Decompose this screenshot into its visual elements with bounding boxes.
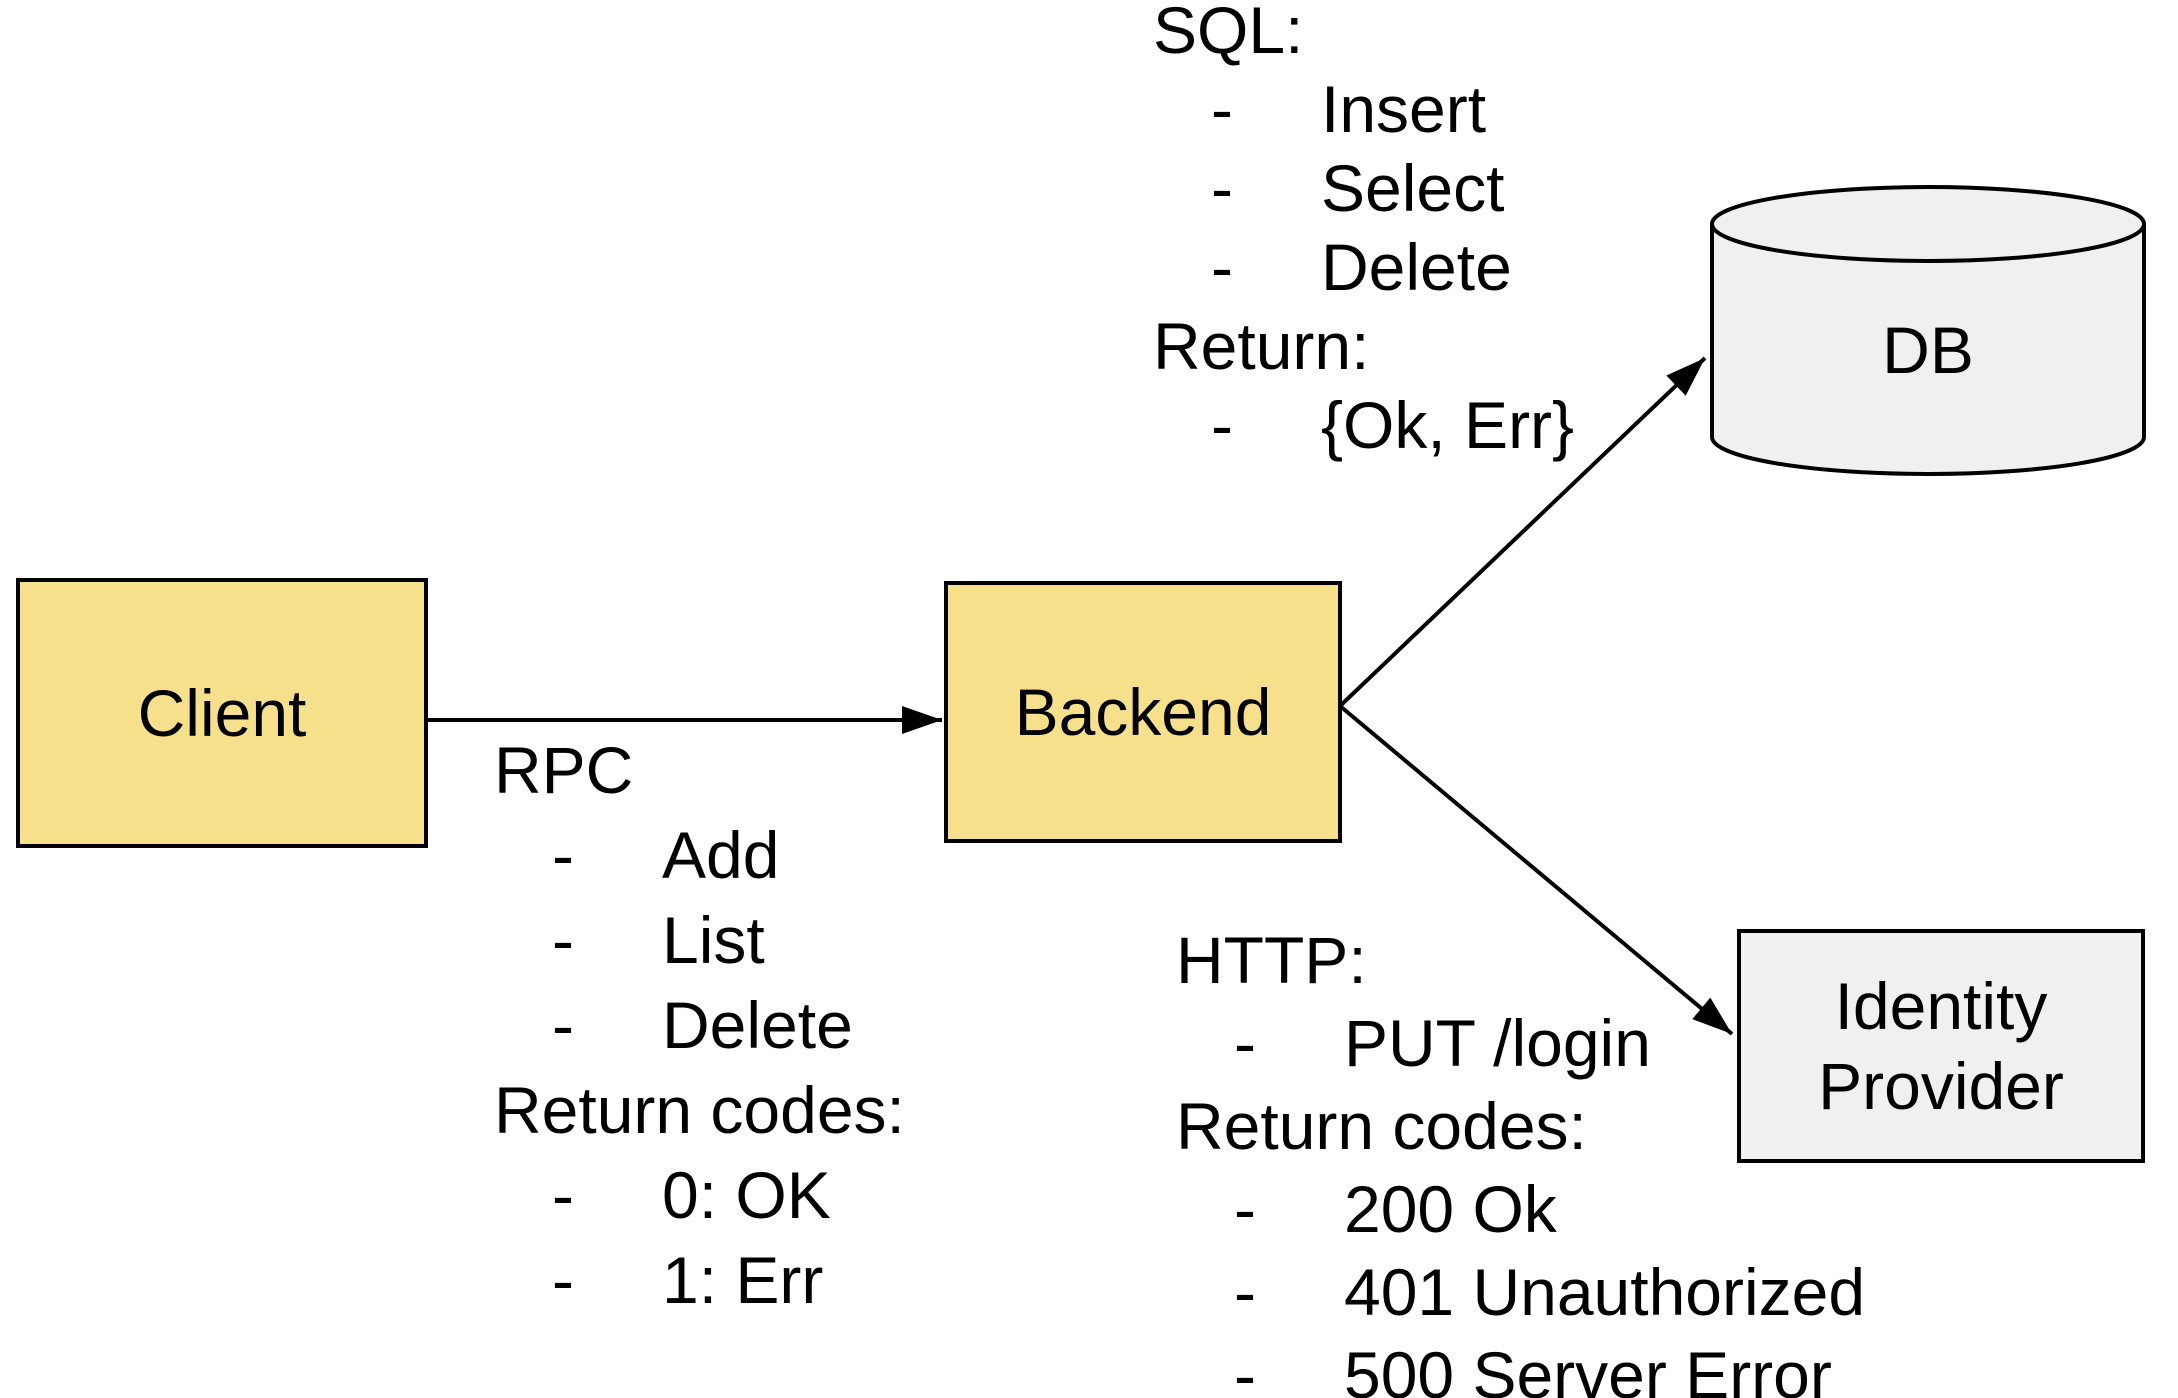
- bullet-dash: -: [552, 987, 574, 1062]
- rpc-title: RPC: [494, 732, 634, 807]
- db-cylinder-body: [1710, 224, 2146, 476]
- bullet-dash: -: [552, 817, 574, 892]
- http-operation-text: PUT /login: [1344, 1005, 1651, 1080]
- bullet-dash: -: [1234, 1171, 1256, 1246]
- bullet-dash: -: [1234, 1254, 1256, 1329]
- client-box: [16, 578, 428, 848]
- http-return-title: Return codes:: [1176, 1088, 1587, 1163]
- sql-return-text: {Ok, Err}: [1321, 387, 1575, 462]
- rpc-operation-text: List: [662, 902, 765, 977]
- rpc-return-text: 0: OK: [662, 1157, 831, 1232]
- bullet-dash: -: [1234, 1005, 1256, 1080]
- http-title: HTTP:: [1176, 922, 1367, 997]
- http-return-text: 200 Ok: [1344, 1171, 1557, 1246]
- rpc-operation-text: Delete: [662, 987, 853, 1062]
- bullet-dash: -: [552, 1242, 574, 1317]
- bullet-dash: -: [552, 1157, 574, 1232]
- http-return-text: 401 Unauthorized: [1344, 1254, 1866, 1329]
- bullet-dash: -: [1211, 229, 1233, 304]
- sql-return-title: Return:: [1153, 308, 1370, 383]
- bullet-dash: -: [1211, 71, 1233, 146]
- bullet-dash: -: [1234, 1337, 1256, 1398]
- edge-backend-db-arrow: [1338, 356, 1707, 708]
- bullet-dash: -: [552, 902, 574, 977]
- backend-box: [944, 581, 1342, 843]
- http-return-text: 500 Server Error: [1344, 1337, 1832, 1398]
- identity-provider-box: [1737, 929, 2145, 1163]
- rpc-return-title: Return codes:: [494, 1072, 905, 1147]
- sql-title: SQL:: [1153, 0, 1304, 67]
- bullet-dash: -: [1211, 150, 1233, 225]
- bullet-dash: -: [1211, 387, 1233, 462]
- rpc-return-text: 1: Err: [662, 1242, 824, 1317]
- edge-backend-identity-provider-arrow: [1338, 704, 1734, 1036]
- db-cylinder-top: [1710, 185, 2146, 263]
- rpc-operation-text: Add: [662, 817, 780, 892]
- sql-operation-text: Insert: [1321, 71, 1487, 146]
- sql-operation-text: Select: [1321, 150, 1505, 225]
- sql-operation-text: Delete: [1321, 229, 1512, 304]
